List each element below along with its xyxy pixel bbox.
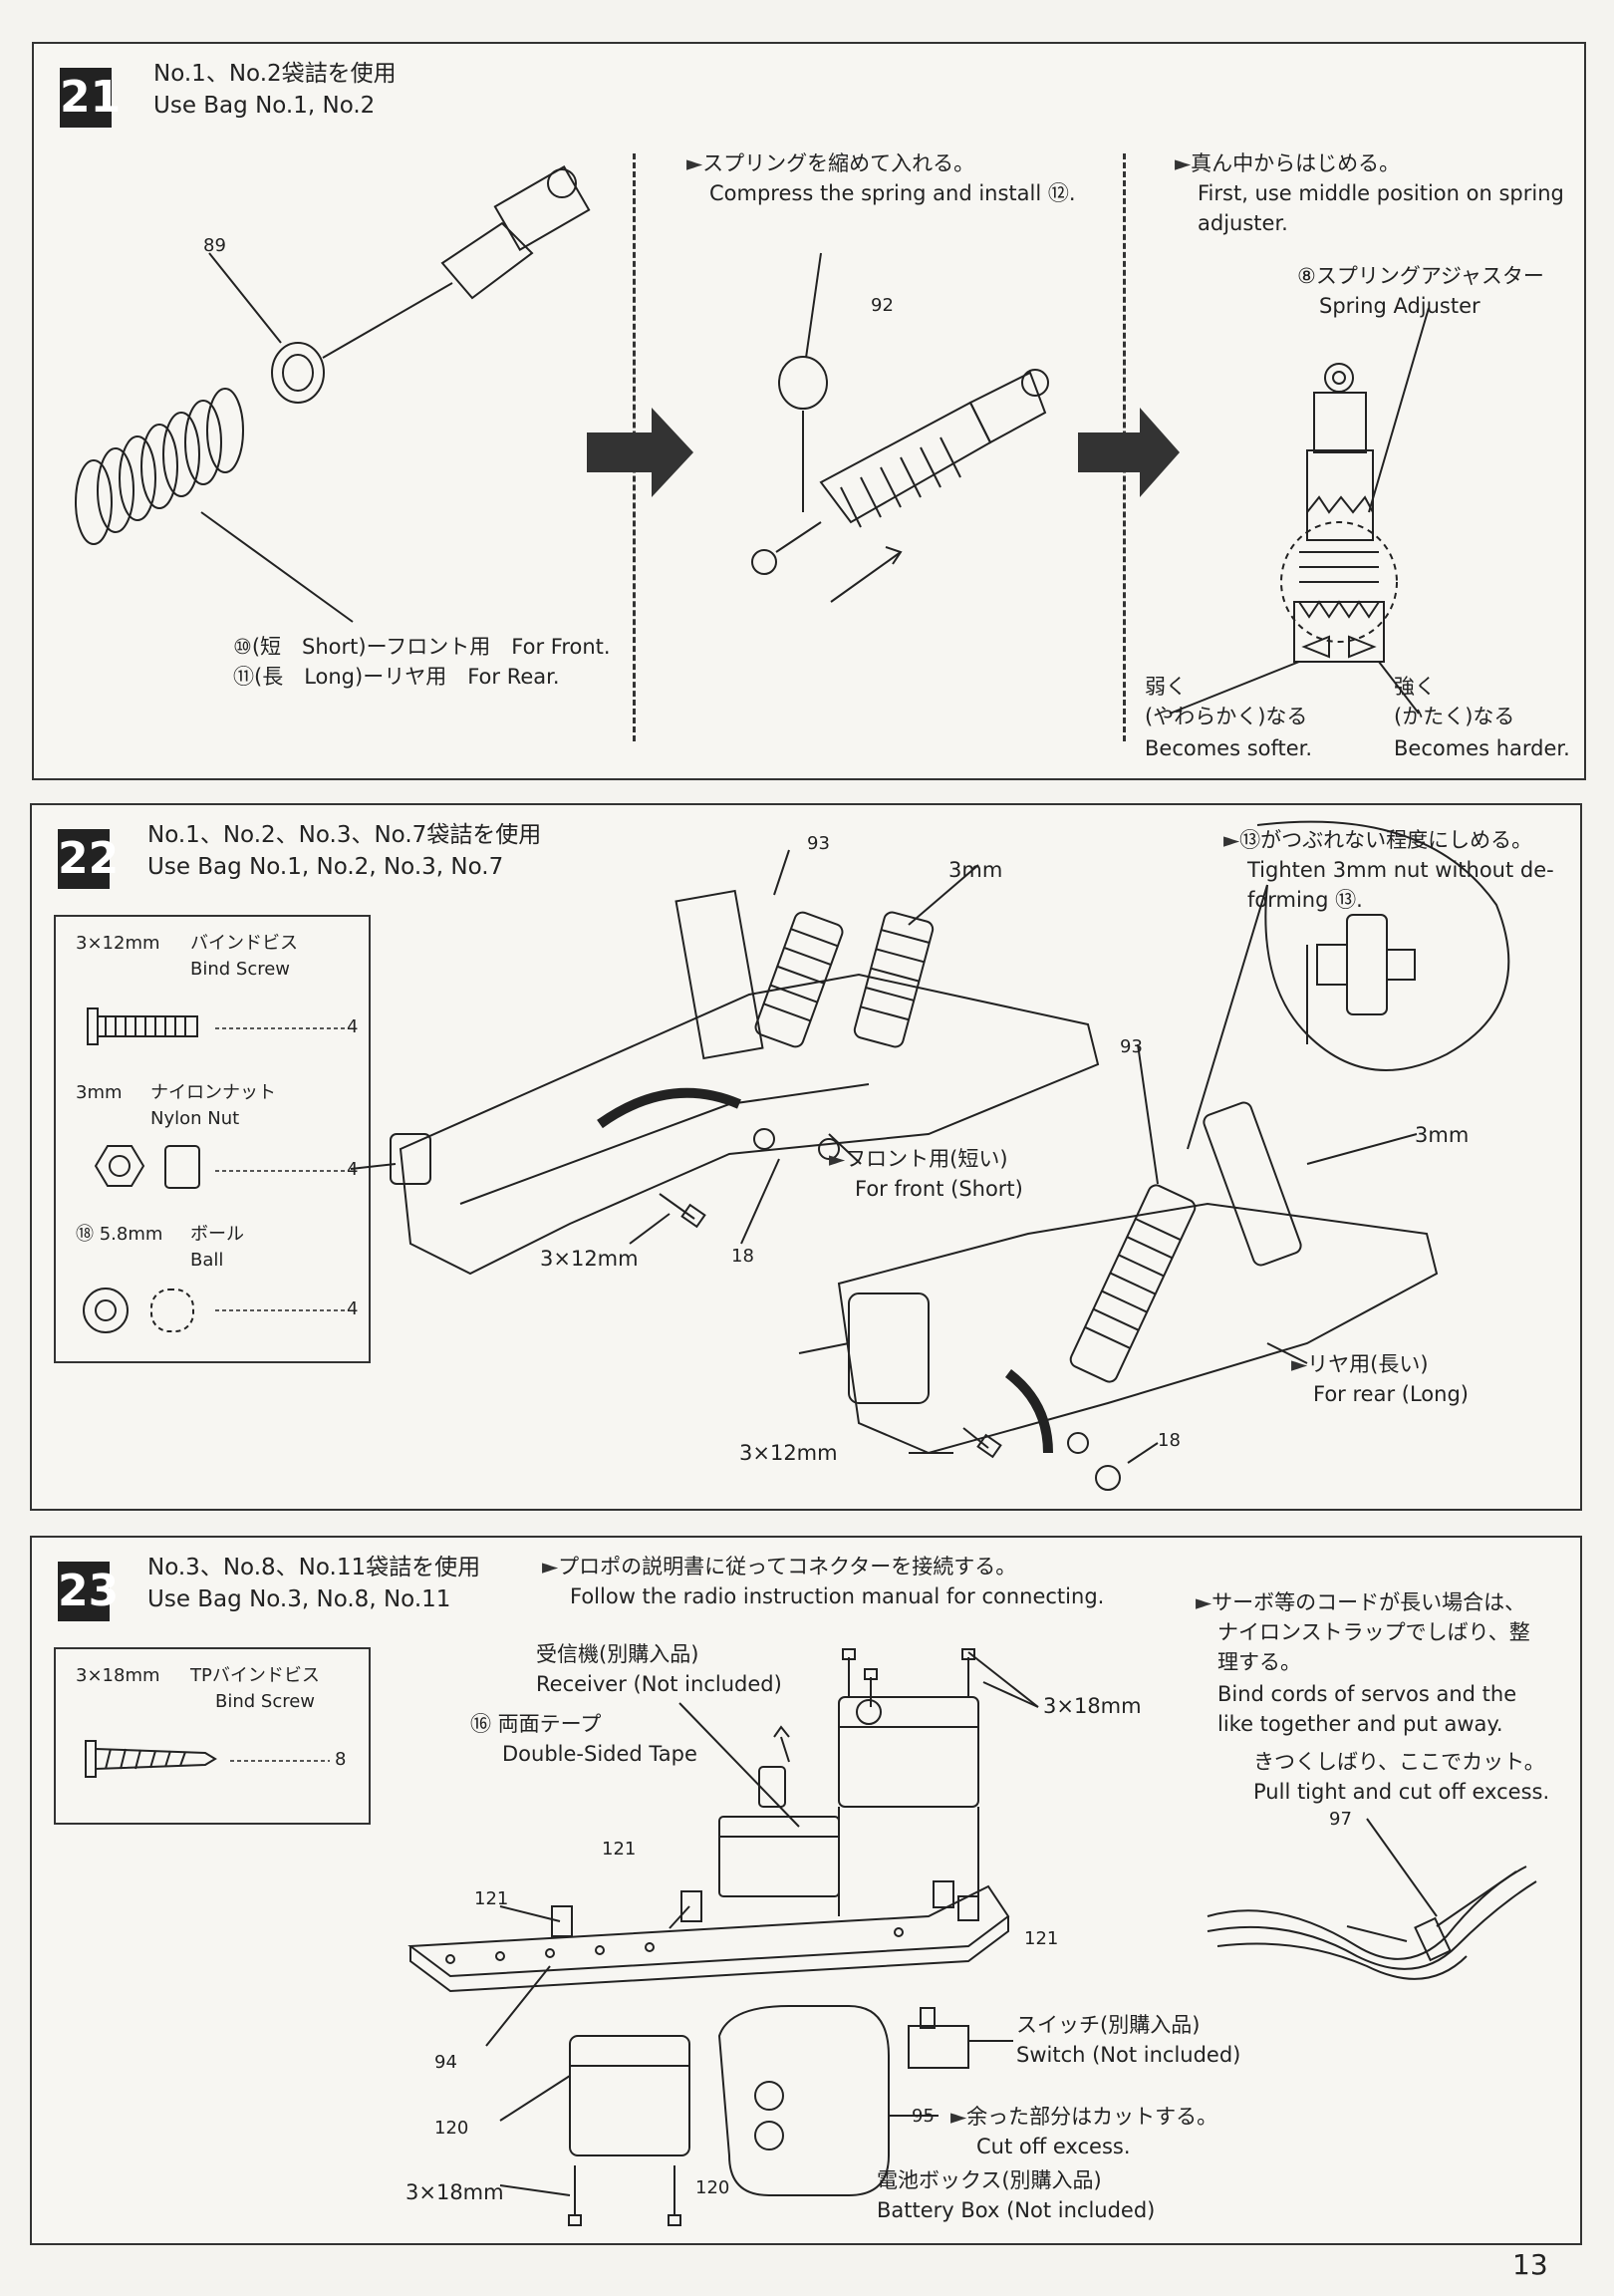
cords-jp-3: 理する。 bbox=[1217, 1650, 1301, 1674]
middle-jp: ►真ん中からはじめる。 bbox=[1175, 151, 1401, 175]
pull-en: Pull tight and cut off excess. bbox=[1253, 1780, 1550, 1804]
receiver-jp: 受信機(別購入品) bbox=[536, 1642, 699, 1666]
battery-en: Battery Box (Not included) bbox=[877, 2198, 1156, 2222]
rear-en: For rear (Long) bbox=[1313, 1382, 1469, 1406]
label-93-a: 93 bbox=[807, 833, 830, 854]
shock-exploded-drawing bbox=[75, 164, 1430, 715]
spring-coil bbox=[75, 388, 244, 545]
battery-jp: 電池ボックス(別購入品) bbox=[877, 2168, 1102, 2192]
part-3-name-jp: ボール bbox=[190, 1224, 244, 1245]
step-22-section: 22 No.1、No.2、No.3、No.7袋詰を使用 Use Bag No.1… bbox=[30, 803, 1582, 1511]
spring-front-label: ⑩(短 Short)ーフロント用 For Front. bbox=[233, 635, 611, 659]
switch-jp: スイッチ(別購入品) bbox=[1016, 2013, 1201, 2037]
tp-part-qty: 8 bbox=[335, 1749, 347, 1770]
step-23-parts-box: 3×18mm TPバインドビス Bind Screw 8 bbox=[54, 1647, 371, 1825]
part-1-qty: 4 bbox=[347, 1016, 359, 1037]
radio-en: Follow the radio instruction manual for … bbox=[570, 1584, 1105, 1608]
cords-en-1: Bind cords of servos and the bbox=[1217, 1682, 1517, 1706]
compress-jp: ►スプリングを縮めて入れる。 bbox=[686, 151, 975, 175]
step-23-bag-jp: No.3、No.8、No.11袋詰を使用 bbox=[147, 1555, 481, 1580]
compress-en: Compress the spring and install ⑫. bbox=[709, 181, 1076, 205]
label-3mm-a: 3mm bbox=[948, 858, 1003, 882]
harder-en: Becomes harder. bbox=[1394, 736, 1570, 760]
tighten-en-1: Tighten 3mm nut without de- bbox=[1247, 858, 1554, 882]
step-21-section: 21 No.1、No.2袋詰を使用 Use Bag No.1, No.2 bbox=[32, 42, 1586, 780]
page-number: 13 bbox=[1512, 2248, 1548, 2281]
step-23-badge: 23 bbox=[58, 1562, 119, 1621]
adjuster-jp: ⑧スプリングアジャスター bbox=[1297, 264, 1544, 288]
screw-a-label: 3×12mm bbox=[540, 1247, 639, 1271]
part-2-name-en: Nylon Nut bbox=[150, 1108, 240, 1129]
label-120-a: 120 bbox=[434, 2118, 469, 2139]
step-22-bag-en: Use Bag No.1, No.2, No.3, No.7 bbox=[147, 854, 504, 880]
step-22-bag-jp: No.1、No.2、No.3、No.7袋詰を使用 bbox=[147, 822, 542, 848]
tp-screw-icon bbox=[85, 1740, 330, 1778]
label-18-b: 18 bbox=[1158, 1430, 1181, 1451]
cords-en-2: like together and put away. bbox=[1217, 1712, 1503, 1736]
softer-jp-2: (やわらかく)なる bbox=[1145, 705, 1308, 728]
tighten-jp: ►⑬がつぶれない程度にしめる。 bbox=[1223, 828, 1533, 852]
harder-jp-1: 強く bbox=[1394, 675, 1436, 699]
tp-part-name-en: Bind Screw bbox=[215, 1691, 316, 1712]
label-3mm-b: 3mm bbox=[1415, 1123, 1470, 1147]
tp-part-size: 3×18mm bbox=[76, 1665, 160, 1686]
label-121-c: 121 bbox=[1024, 1928, 1059, 1949]
part-89-label: 89 bbox=[203, 235, 226, 256]
step-22-badge: 22 bbox=[58, 829, 119, 889]
label-93-b: 93 bbox=[1120, 1036, 1143, 1057]
step-21-badge: 21 bbox=[60, 68, 121, 128]
harder-jp-2: (かたく)なる bbox=[1394, 705, 1515, 728]
electronics-drawing bbox=[407, 1648, 1537, 2226]
screw-b-label: 3×12mm bbox=[739, 1441, 838, 1465]
part-3-name-en: Ball bbox=[190, 1250, 224, 1271]
pull-jp: きつくしばり、ここでカット。 bbox=[1253, 1750, 1545, 1774]
cords-jp-1: ►サーボ等のコードが長い場合は、 bbox=[1196, 1590, 1526, 1614]
part-3-size: ⑱ 5.8mm bbox=[76, 1224, 163, 1245]
tape-en: Double-Sided Tape bbox=[502, 1742, 697, 1766]
label-94: 94 bbox=[434, 2052, 457, 2073]
step-21-bag-jp: No.1、No.2袋詰を使用 bbox=[153, 61, 397, 87]
adjuster-en: Spring Adjuster bbox=[1319, 294, 1480, 318]
part-3-qty: 4 bbox=[347, 1298, 359, 1319]
label-97: 97 bbox=[1329, 1809, 1352, 1830]
chassis-shock-drawing bbox=[350, 820, 1510, 1491]
label-121-a: 121 bbox=[474, 1888, 509, 1909]
label-121-b: 121 bbox=[602, 1839, 637, 1860]
part-1-size: 3×12mm bbox=[76, 933, 160, 954]
rear-jp: ►リヤ用(長い) bbox=[1291, 1352, 1429, 1376]
tape-jp: ⑯ 両面テープ bbox=[470, 1712, 602, 1736]
tighten-en-2: forming ⑬. bbox=[1247, 888, 1363, 912]
receiver-en: Receiver (Not included) bbox=[536, 1672, 782, 1696]
label-18-a: 18 bbox=[731, 1246, 754, 1267]
softer-jp-1: 弱く bbox=[1145, 675, 1187, 699]
screw-b-label: 3×18mm bbox=[405, 2180, 504, 2204]
part-1-name-en: Bind Screw bbox=[190, 959, 291, 980]
step-22-parts-box: 3×12mm バインドビス Bind Screw 4 3mm ナイロンナット N… bbox=[54, 915, 371, 1363]
middle-en-1: First, use middle position on spring bbox=[1198, 181, 1564, 205]
step-21-bag-en: Use Bag No.1, No.2 bbox=[153, 93, 376, 119]
cords-jp-2: ナイロンストラップでしばり、整 bbox=[1217, 1620, 1530, 1644]
middle-en-2: adjuster. bbox=[1198, 211, 1288, 235]
screw-a-label: 3×18mm bbox=[1043, 1694, 1142, 1718]
part-1-name-jp: バインドビス bbox=[190, 933, 298, 954]
front-en: For front (Short) bbox=[855, 1177, 1023, 1201]
front-jp: ►フロント用(短い) bbox=[829, 1147, 1008, 1171]
label-95: 95 bbox=[912, 2106, 935, 2127]
cut-en: Cut off excess. bbox=[976, 2135, 1131, 2158]
label-120-b: 120 bbox=[695, 2177, 730, 2198]
cut-jp: ►余った部分はカットする。 bbox=[950, 2105, 1218, 2129]
step-23-section: 23 No.3、No.8、No.11袋詰を使用 Use Bag No.3, No… bbox=[30, 1536, 1582, 2245]
softer-en: Becomes softer. bbox=[1145, 736, 1313, 760]
radio-jp: ►プロポの説明書に従ってコネクターを接続する。 bbox=[542, 1555, 1017, 1578]
switch-en: Switch (Not included) bbox=[1016, 2043, 1241, 2067]
part-2-size: 3mm bbox=[76, 1082, 123, 1103]
step-23-bag-en: Use Bag No.3, No.8, No.11 bbox=[147, 1586, 451, 1612]
part-92-label: 92 bbox=[871, 295, 894, 316]
tp-part-name-jp: TPバインドビス bbox=[190, 1665, 320, 1686]
part-2-name-jp: ナイロンナット bbox=[150, 1082, 276, 1103]
spring-rear-label: ⑪(長 Long)ーリヤ用 For Rear. bbox=[233, 665, 560, 689]
parts-icons bbox=[83, 1007, 345, 1333]
